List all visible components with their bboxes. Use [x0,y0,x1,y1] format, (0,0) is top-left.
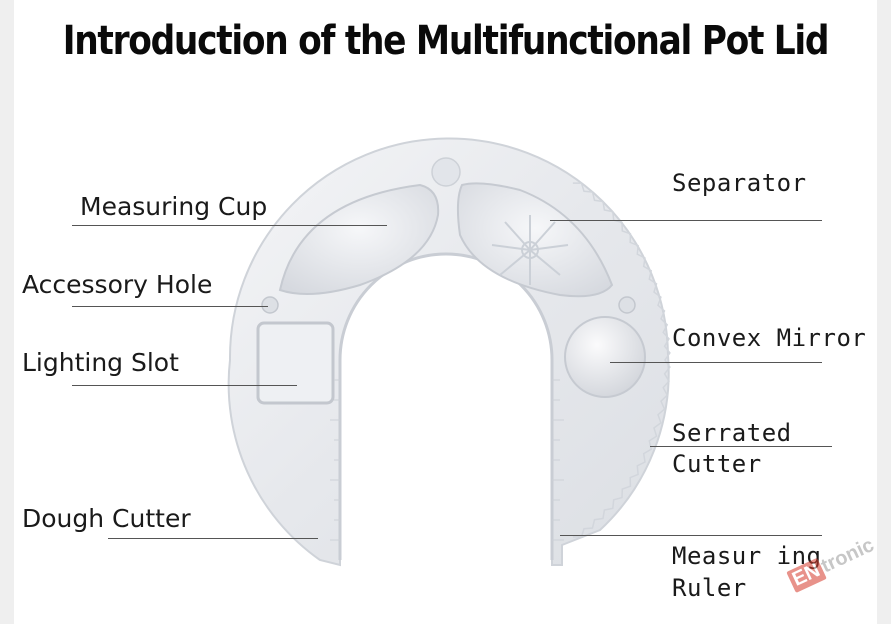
label-measuring-ruler-line2: Ruler [672,574,747,602]
label-dough-cutter: Dough Cutter [22,504,191,533]
leader-accessory-hole [72,306,268,307]
convex-mirror-shape [564,316,646,398]
leader-serrated-cutter [650,446,832,447]
right-ruler-ticks [552,379,564,541]
separator-shape [456,182,614,298]
label-measuring-ruler-line1: Measur ing [672,542,822,570]
leader-convex-mirror [610,362,822,363]
lighting-slot-shape [256,321,335,405]
label-convex-mirror: Convex Mirror [672,324,867,352]
leader-lighting-slot [72,385,297,386]
leader-dough-cutter [108,538,318,539]
label-serrated-cutter-line1: Serrated [672,419,792,447]
label-measuring-cup: Measuring Cup [80,192,268,221]
serrated-edge [572,182,671,538]
label-lighting-slot: Lighting Slot [22,348,179,377]
measuring-cup-shape [278,183,440,295]
right-margin-strip [877,0,891,624]
left-ruler-ticks [330,379,340,541]
leader-separator [550,220,822,221]
separator-sunburst [491,215,569,285]
leader-measuring-cup [72,225,387,226]
left-margin-strip [0,0,14,624]
label-serrated-cutter-line2: Cutter [672,450,762,478]
label-accessory-hole: Accessory Hole [22,270,213,299]
leader-measuring-ruler [560,535,822,536]
page-title: Introduction of the Multifunctional Pot … [62,18,830,64]
label-separator: Separator [672,169,807,197]
accessory-hole-shape [261,296,279,314]
